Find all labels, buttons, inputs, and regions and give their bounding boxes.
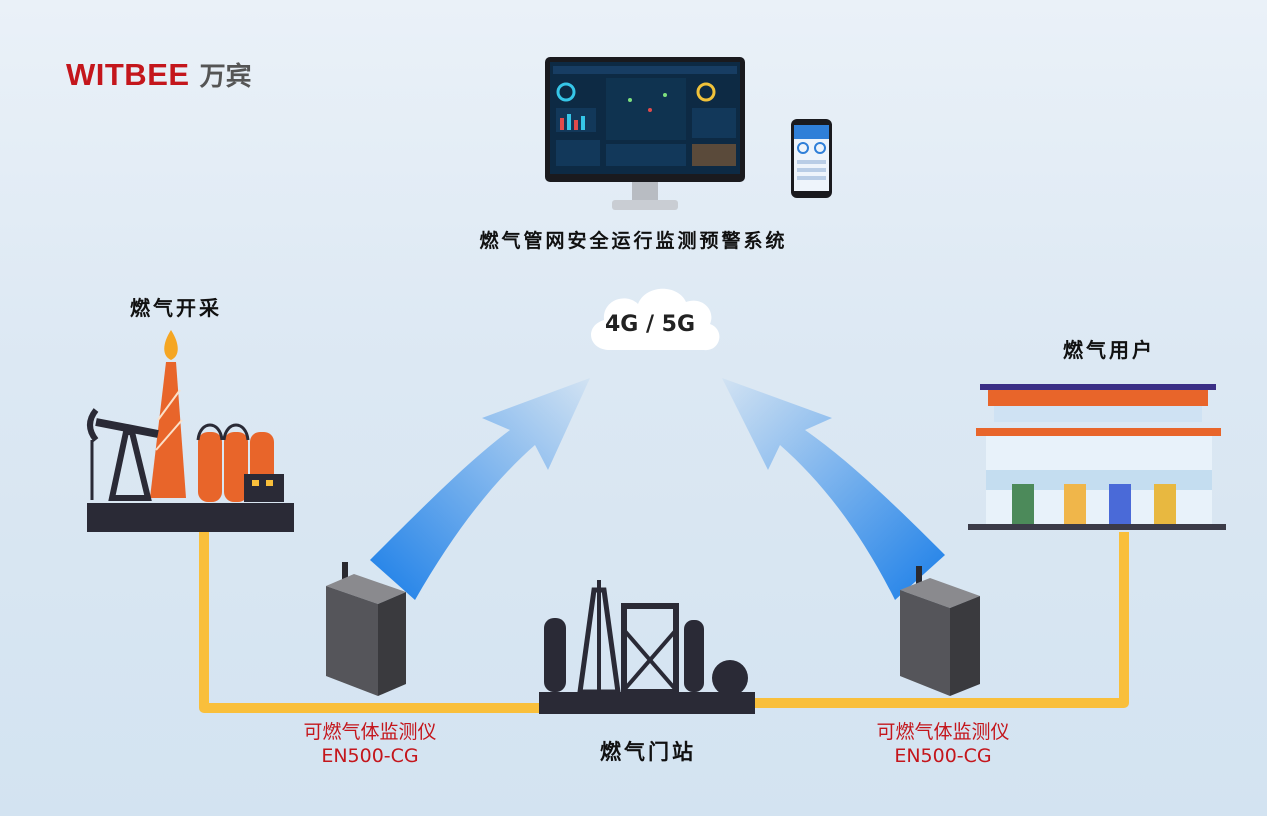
node-label-user: 燃气用户 [1063,338,1155,362]
device-model: EN500-CG [321,745,419,767]
uplink-arrow-right [722,378,945,600]
gas-pipeline [199,532,1129,713]
device-label-left: 可燃气体监测仪 EN500-CG [270,720,470,768]
gas-gate-station-icon [539,580,755,714]
gas-detector-device-left [326,562,406,696]
network-label: 4G / 5G [604,312,696,337]
uplink-arrow-left [370,378,590,600]
system-title: 燃气管网安全运行监测预警系统 [479,230,788,252]
brand-name-cn: 万宾 [199,62,252,92]
device-label-right: 可燃气体监测仪 EN500-CG [843,720,1043,768]
node-label-station: 燃气门站 [600,740,696,764]
cloud-icon [591,288,720,351]
node-label-mining: 燃气开采 [130,296,222,320]
gas-extraction-facility-icon [87,330,294,532]
brand-logo: WITBEE 万宾 [66,56,252,93]
phone-icon [791,119,832,198]
gas-detector-device-right [900,566,980,696]
device-name: 可燃气体监测仪 [876,721,1010,743]
gas-station-icon [968,384,1226,530]
device-model: EN500-CG [894,745,992,767]
monitor-icon [545,57,745,210]
brand-name: WITBEE [66,57,190,92]
device-name: 可燃气体监测仪 [303,721,437,743]
